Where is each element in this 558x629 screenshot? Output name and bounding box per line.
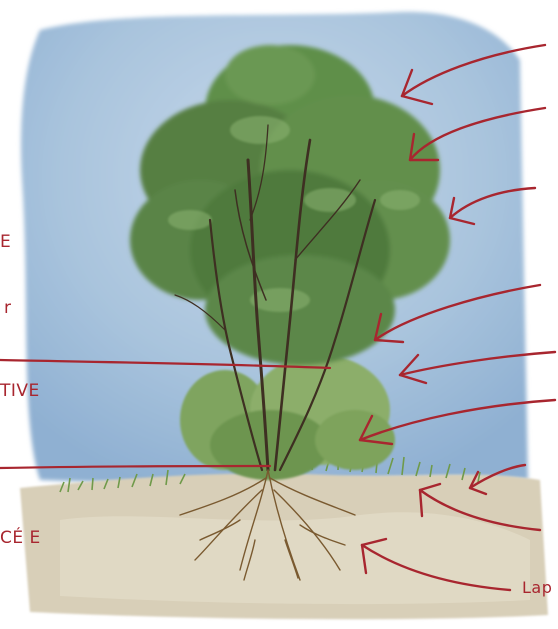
label-partial-2: r xyxy=(4,298,12,318)
label-partial-3: TIVE xyxy=(0,381,40,401)
understory-shrub xyxy=(180,355,395,480)
label-partial-1: E xyxy=(0,232,11,252)
label-partial-4: CÉ E xyxy=(0,528,41,548)
soil-texture xyxy=(60,512,530,604)
label-partial-5: Lap xyxy=(522,578,552,597)
